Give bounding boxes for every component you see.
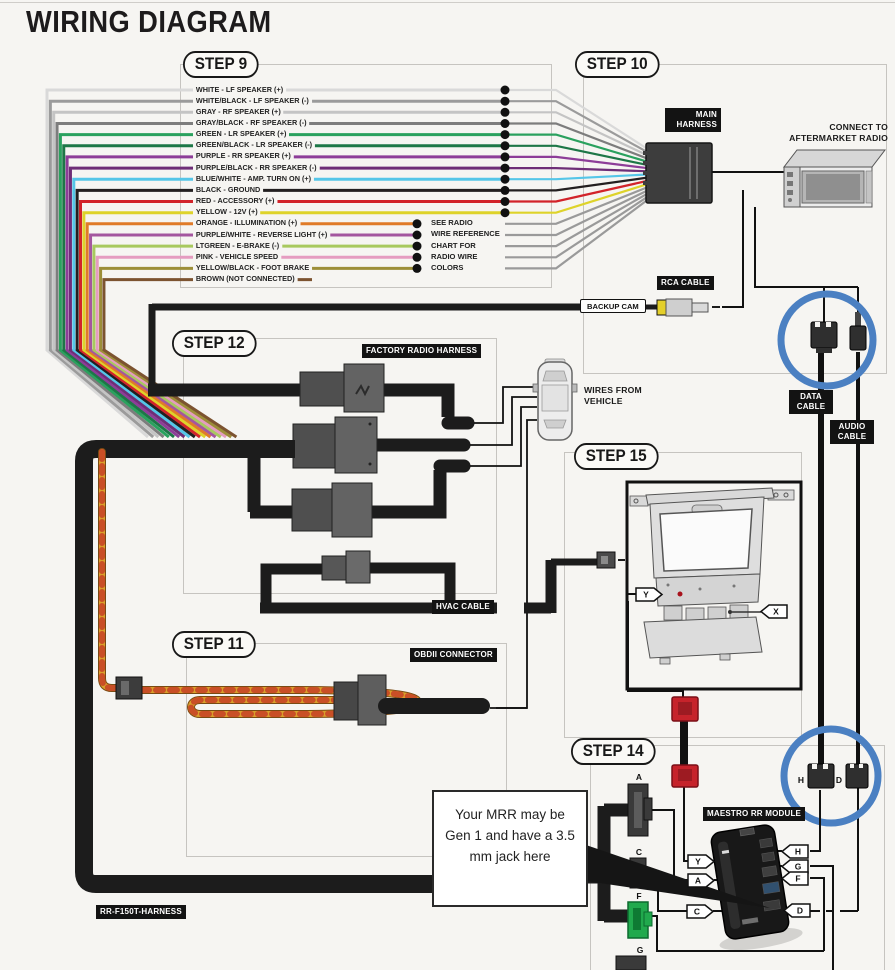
wire-fan-line: [509, 173, 650, 181]
step10-pill: STEP 10: [575, 51, 660, 78]
factory-harness-connectors: [291, 363, 385, 584]
tag-x-dash: X: [773, 607, 779, 617]
tag-h-module: H: [795, 847, 801, 857]
step14-pill: STEP 14: [571, 738, 656, 765]
step12-pill: STEP 12: [172, 330, 257, 357]
letter-a: A: [636, 772, 642, 782]
circle-letter-d: D: [836, 775, 842, 785]
x-screw-dot: [728, 610, 732, 614]
wire-junction-dot: [500, 119, 510, 128]
tag-g-module: G: [795, 862, 802, 872]
wire-fan-line: [505, 185, 650, 225]
vehicle-lines: [470, 386, 537, 709]
circle-letter-h: H: [798, 775, 804, 785]
wire-fan-line: [509, 122, 650, 161]
wire-fan-line: [505, 191, 650, 248]
callout-arrow: [586, 845, 770, 908]
wire-junction-dot: [500, 174, 510, 184]
bottom-highlight-circle: [780, 725, 882, 827]
red-connectors: [671, 696, 699, 788]
tag-d-module: D: [797, 906, 803, 916]
wire-junction-dot: [412, 219, 422, 229]
hvac-connector-icon: [596, 551, 616, 569]
wire-fan-line: [509, 182, 650, 214]
tag-c-module: C: [694, 907, 700, 917]
wire-junction-dot: [412, 241, 422, 251]
wire-fan-line: [509, 133, 650, 164]
tag-a-module: A: [695, 876, 701, 886]
backup-cam-label: BACKUP CAM: [580, 299, 646, 313]
wire-junction-dot: [500, 141, 510, 151]
rca-to-radio-line: [722, 190, 744, 308]
obdii-connector-icon: [333, 674, 527, 726]
step15-pill: STEP 15: [574, 443, 659, 470]
wire-junction-dot: [412, 252, 422, 262]
wire-fan-line: [509, 179, 650, 203]
plug-f-icon: [627, 901, 653, 939]
main-harness-connector: [643, 142, 713, 204]
step9-box: [180, 64, 552, 288]
plug-a-icon: [627, 783, 653, 837]
tag-f-module: F: [795, 874, 800, 884]
wire-junction-dot: [500, 130, 510, 140]
step11-box: [186, 643, 507, 857]
wire-junction-dot: [500, 85, 510, 95]
wire-fan-line: [509, 100, 650, 155]
wire-junction-dot: [500, 163, 510, 173]
wire-fan-line: [509, 111, 650, 158]
h-plug-icon: [807, 763, 835, 789]
wire-junction-dot: [500, 208, 510, 218]
data-plug-icon: [810, 321, 838, 353]
letter-g: G: [637, 945, 644, 955]
car-top-view-icon: [532, 358, 578, 441]
top-highlight-circle: [777, 290, 877, 390]
wire-line: [75, 188, 501, 439]
wire-junction-dot: [500, 107, 510, 117]
obdii-inline-connector: [115, 676, 143, 700]
tag-y-module: Y: [695, 857, 701, 867]
wire-fan-line: [505, 194, 650, 259]
wire-junction-dot: [500, 152, 510, 162]
wire-line: [79, 200, 501, 439]
rca-connector: [646, 298, 720, 317]
tag-y-dash: Y: [643, 590, 649, 600]
wire-fan-line: [509, 144, 650, 167]
wire-fan-line: [509, 155, 650, 170]
wire-junction-dot: [500, 185, 510, 195]
wire-fan-line: [509, 88, 650, 151]
dash-frame: [625, 480, 803, 691]
wire-junction-dot: [500, 96, 510, 106]
wire-junction-dot: [500, 197, 510, 206]
wire-fan-line: [505, 197, 650, 270]
wire-fan-line: [505, 188, 650, 237]
plug-g-icon: [615, 955, 647, 970]
letter-c: C: [636, 847, 642, 857]
pointer-tags: [635, 587, 811, 919]
wire-junction-dot: [412, 263, 422, 273]
wire-line: [82, 211, 501, 439]
step11-pill: STEP 11: [172, 631, 256, 658]
step9-pill: STEP 9: [183, 51, 259, 78]
gen1-jack-callout: Your MRR may be Gen 1 and have a 3.5 mm …: [432, 790, 588, 907]
maestro-module-icon: [710, 824, 803, 951]
d-plug-icon: [845, 763, 869, 789]
dash-panel-icon: [629, 487, 795, 665]
tag-letters: Y X Y A C H G F D A C F G H D: [636, 590, 842, 956]
wire-fan-line: [509, 167, 650, 173]
step10-box: [583, 64, 887, 374]
letter-f: F: [636, 891, 641, 901]
aftermarket-radio-icon: [782, 149, 887, 208]
wire-fan-line: [509, 176, 650, 192]
screw-marker-red: [677, 591, 683, 597]
data-audio-cables: [754, 207, 860, 911]
backup-cam-wire: [148, 303, 580, 388]
page-title: WIRING DIAGRAM: [26, 4, 272, 39]
audio-jack-icon: [849, 312, 867, 351]
wire-junction-dot: [412, 230, 422, 240]
